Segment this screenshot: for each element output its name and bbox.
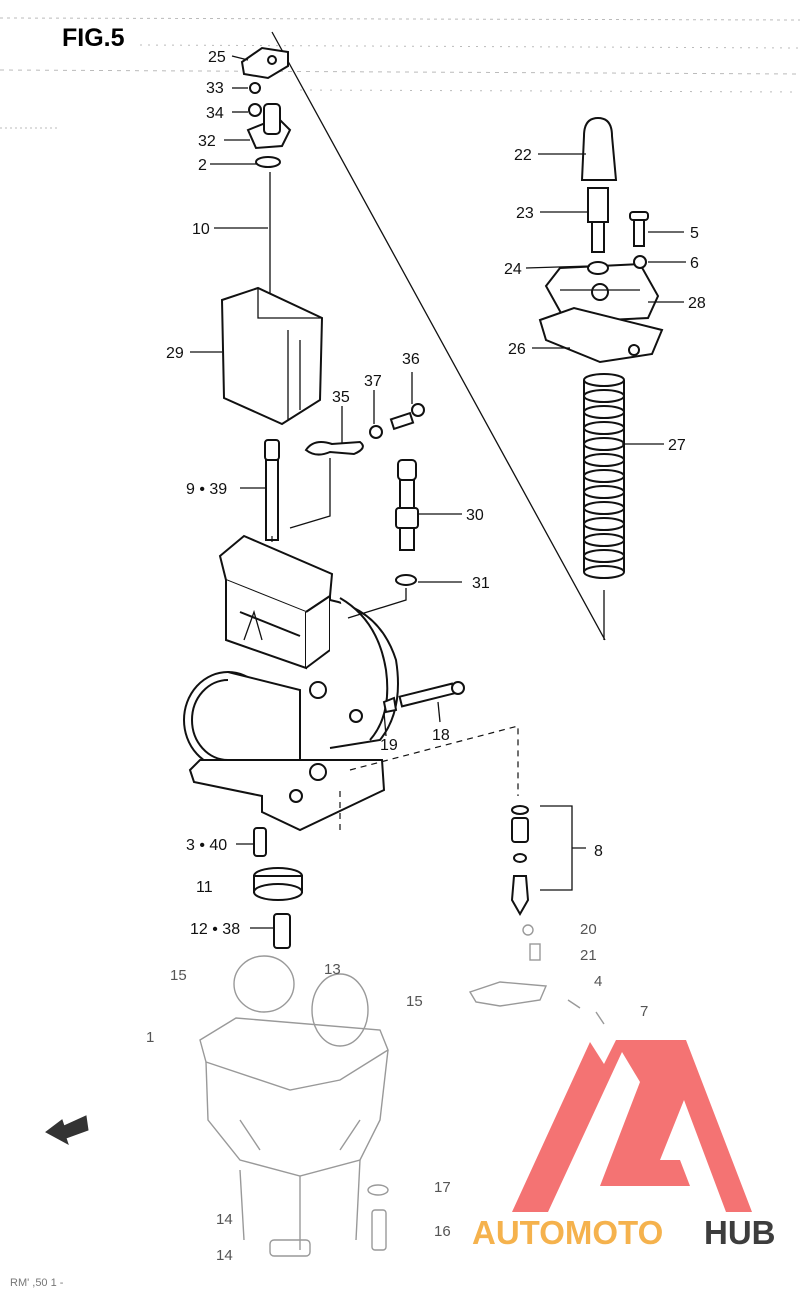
callout-15-right: 15 xyxy=(406,993,423,1010)
callout-36: 36 xyxy=(402,351,420,368)
screw-part xyxy=(389,403,425,431)
assembly-diagonal-line xyxy=(271,31,606,641)
figure-title: FIG.5 xyxy=(62,24,125,52)
cable-adjuster xyxy=(580,116,618,253)
float-bowl-faint xyxy=(199,955,389,1257)
cap-gasket xyxy=(538,306,664,364)
washer-11 xyxy=(253,867,303,901)
callout-14-upper: 14 xyxy=(216,1211,233,1228)
callout-19: 19 xyxy=(380,737,398,754)
leader-oring xyxy=(347,588,407,619)
callout-17: 17 xyxy=(434,1179,451,1196)
needle-jet-holder xyxy=(273,913,291,949)
washer-part xyxy=(369,425,383,439)
dash-float-valve xyxy=(339,725,519,830)
callout-26: 26 xyxy=(508,341,526,358)
callout-10: 10 xyxy=(192,221,210,238)
callout-15-left: 15 xyxy=(170,967,187,984)
callout-27: 27 xyxy=(668,437,686,454)
logo-text-hub: HUB xyxy=(704,1214,776,1251)
callout-3-40: 3 • 40 xyxy=(186,837,227,854)
callout-24: 24 xyxy=(504,261,522,278)
main-jet xyxy=(253,827,267,857)
air-screw xyxy=(395,459,419,586)
needle-jet xyxy=(264,439,280,541)
callout-21: 21 xyxy=(580,947,597,964)
callout-11: 11 xyxy=(196,879,213,896)
logo-text-automoto: AUTOMOTO xyxy=(472,1214,663,1251)
callout-16: 16 xyxy=(434,1223,451,1240)
callout-2: 2 xyxy=(198,157,207,174)
callout-9-39: 9 • 39 xyxy=(186,481,227,498)
float-valve-set xyxy=(510,805,530,917)
leader-clip xyxy=(289,458,331,529)
callout-20: 20 xyxy=(580,921,597,938)
clip-part xyxy=(304,440,364,456)
footer-code: RM' ,50 1 - xyxy=(10,1277,64,1289)
scan-noise xyxy=(0,17,800,129)
callout-33: 33 xyxy=(206,80,224,97)
float-pin-faint xyxy=(468,924,605,1025)
bracket-8 xyxy=(540,805,586,891)
throttle-spring xyxy=(583,373,625,579)
callout-25: 25 xyxy=(208,49,226,66)
callout-1: 1 xyxy=(146,1029,154,1046)
callout-13: 13 xyxy=(324,961,341,978)
callout-18: 18 xyxy=(432,727,450,744)
callout-6: 6 xyxy=(690,255,699,272)
callout-12-38: 12 • 38 xyxy=(190,921,240,938)
pilot-screw xyxy=(382,681,465,714)
callout-28: 28 xyxy=(688,295,706,312)
front-arrow-icon xyxy=(45,1115,89,1146)
carburetor-body xyxy=(183,534,399,832)
callout-22: 22 xyxy=(514,147,532,164)
callout-8: 8 xyxy=(594,843,603,860)
top-cap-assembly xyxy=(240,46,292,308)
callout-5: 5 xyxy=(690,225,699,242)
callout-32: 32 xyxy=(198,133,216,150)
leader-lines xyxy=(190,55,686,929)
throttle-slide xyxy=(220,286,324,426)
callout-35: 35 xyxy=(332,389,350,406)
callout-29: 29 xyxy=(166,345,184,362)
callout-7: 7 xyxy=(640,1003,648,1020)
callout-34: 34 xyxy=(206,105,224,122)
callout-14-lower: 14 xyxy=(216,1247,233,1264)
callout-31: 31 xyxy=(472,575,490,592)
callout-37: 37 xyxy=(364,373,382,390)
callout-23: 23 xyxy=(516,205,534,222)
logo-triangle-mark xyxy=(512,1040,752,1212)
screw-5 xyxy=(629,211,649,269)
callout-labels: 25 33 34 32 2 10 29 35 37 36 9 • 39 22 2… xyxy=(146,49,706,1264)
callout-30: 30 xyxy=(466,507,484,524)
automotohub-logo: AUTOMOTO HUB xyxy=(472,1040,776,1251)
callout-4: 4 xyxy=(594,973,602,990)
